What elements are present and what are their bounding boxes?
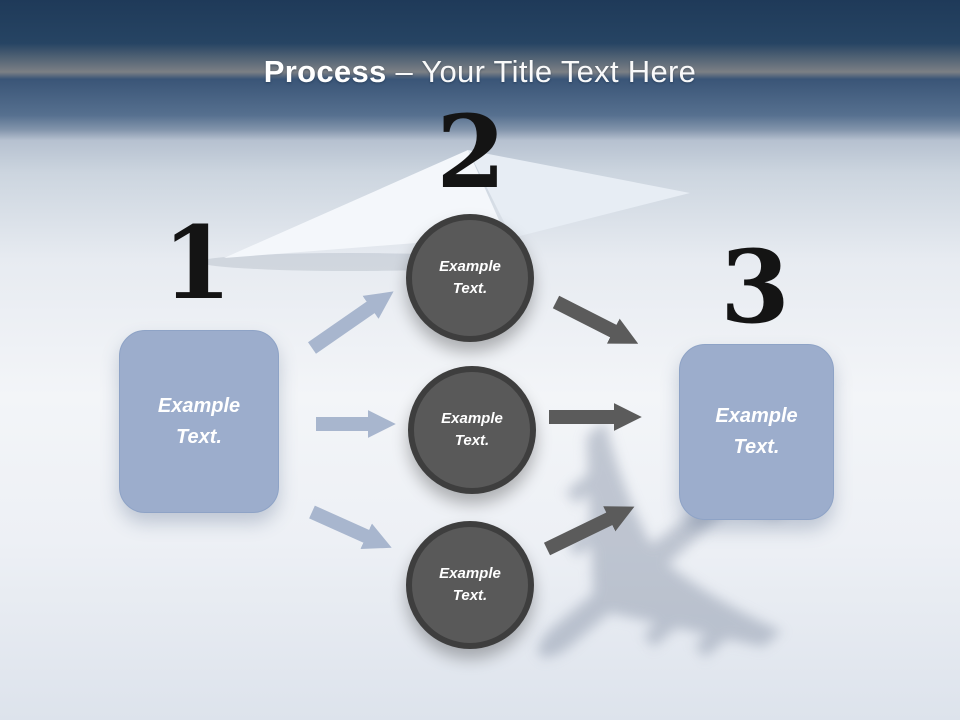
title-rest: – Your Title Text Here bbox=[395, 54, 697, 89]
step-number-3: 3 bbox=[720, 228, 790, 346]
paper-airplane-right-wing bbox=[468, 150, 690, 238]
process-circle-top-label: Example Text. bbox=[439, 257, 501, 298]
process-circle-top: Example Text. bbox=[406, 214, 534, 342]
step1-box: Example Text. bbox=[119, 330, 279, 513]
process-circle-bottom-label: Example Text. bbox=[439, 564, 501, 605]
process-circle-middle: Example Text. bbox=[408, 366, 536, 494]
arrow-leftbox-to-bottom-circle bbox=[309, 505, 392, 550]
title-emphasis: Process bbox=[263, 54, 387, 89]
arrow-top-circle-to-rightbox bbox=[552, 295, 639, 344]
arrow-bottom-circle-to-rightbox bbox=[543, 506, 635, 556]
process-circle-middle-label: Example Text. bbox=[441, 409, 503, 450]
process-circle-bottom: Example Text. bbox=[406, 521, 534, 649]
step3-box: Example Text. bbox=[679, 344, 834, 520]
step-number-1: 1 bbox=[162, 204, 232, 322]
slide-title: Process – Your Title Text Here bbox=[0, 54, 960, 90]
step3-box-label: Example Text. bbox=[715, 405, 798, 458]
arrow-leftbox-to-top-circle bbox=[308, 291, 394, 354]
step1-box-label: Example Text. bbox=[157, 394, 241, 448]
step-number-2: 2 bbox=[436, 93, 506, 211]
